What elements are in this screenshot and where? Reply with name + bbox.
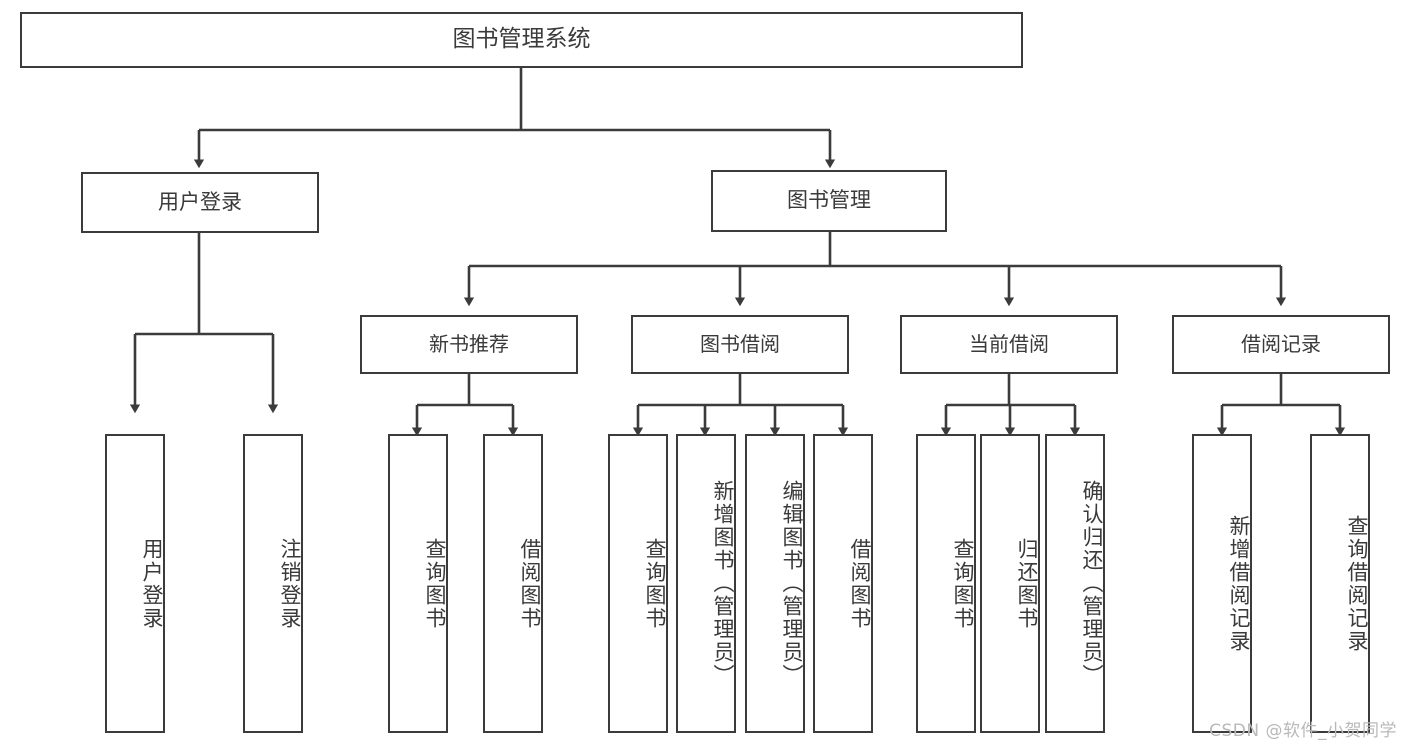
leaf-label: 新增图书（管理员） bbox=[711, 480, 735, 687]
leaf-user-login-login[interactable]: 用户登录 bbox=[105, 434, 165, 733]
node-borrow-record-label: 借阅记录 bbox=[1241, 332, 1321, 357]
leaf-borrow-record-add-record[interactable]: 新增借阅记录 bbox=[1192, 434, 1252, 733]
node-book-management-label: 图书管理 bbox=[787, 188, 871, 213]
node-user-login[interactable]: 用户登录 bbox=[81, 172, 319, 233]
node-current-borrow-label: 当前借阅 bbox=[969, 332, 1049, 357]
leaf-label: 注销登录 bbox=[278, 537, 302, 630]
node-root-label: 图书管理系统 bbox=[452, 26, 591, 53]
node-root[interactable]: 图书管理系统 bbox=[20, 12, 1023, 68]
leaf-label: 新增借阅记录 bbox=[1227, 514, 1251, 653]
leaf-label: 归还图书 bbox=[1015, 537, 1039, 630]
node-book-borrow-label: 图书借阅 bbox=[700, 332, 780, 357]
node-current-borrow[interactable]: 当前借阅 bbox=[900, 315, 1118, 374]
leaf-user-login-logout[interactable]: 注销登录 bbox=[243, 434, 303, 733]
leaf-current-borrow-confirm-return[interactable]: 确认归还（管理员） bbox=[1045, 434, 1105, 733]
node-new-book-recommend-label: 新书推荐 bbox=[429, 332, 509, 357]
leaf-label: 借阅图书 bbox=[518, 537, 542, 630]
leaf-new-book-query-book[interactable]: 查询图书 bbox=[388, 434, 448, 733]
leaf-book-borrow-borrow-book[interactable]: 借阅图书 bbox=[813, 434, 873, 733]
leaf-label: 用户登录 bbox=[140, 537, 164, 630]
leaf-label: 借阅图书 bbox=[848, 537, 872, 630]
leaf-borrow-record-query-record[interactable]: 查询借阅记录 bbox=[1310, 434, 1370, 733]
leaf-current-borrow-query-book[interactable]: 查询图书 bbox=[916, 434, 976, 733]
leaf-current-borrow-return-book[interactable]: 归还图书 bbox=[980, 434, 1040, 733]
leaf-book-borrow-query-book[interactable]: 查询图书 bbox=[608, 434, 668, 733]
leaf-label: 编辑图书（管理员） bbox=[780, 480, 804, 687]
leaf-new-book-borrow-book[interactable]: 借阅图书 bbox=[483, 434, 543, 733]
node-new-book-recommend[interactable]: 新书推荐 bbox=[360, 315, 578, 374]
node-book-management[interactable]: 图书管理 bbox=[711, 170, 947, 232]
leaf-label: 查询图书 bbox=[643, 537, 667, 630]
node-borrow-record[interactable]: 借阅记录 bbox=[1172, 315, 1390, 374]
leaf-label: 确认归还（管理员） bbox=[1080, 480, 1104, 687]
leaf-label: 查询图书 bbox=[423, 537, 447, 630]
leaf-book-borrow-edit-book[interactable]: 编辑图书（管理员） bbox=[745, 434, 805, 733]
node-user-login-label: 用户登录 bbox=[158, 189, 242, 214]
leaf-book-borrow-add-book[interactable]: 新增图书（管理员） bbox=[676, 434, 736, 733]
leaf-label: 查询借阅记录 bbox=[1345, 514, 1369, 653]
leaf-label: 查询图书 bbox=[951, 537, 975, 630]
csdn-watermark: CSDN @软件_小贺同学 bbox=[1209, 721, 1397, 741]
node-book-borrow[interactable]: 图书借阅 bbox=[631, 315, 849, 374]
